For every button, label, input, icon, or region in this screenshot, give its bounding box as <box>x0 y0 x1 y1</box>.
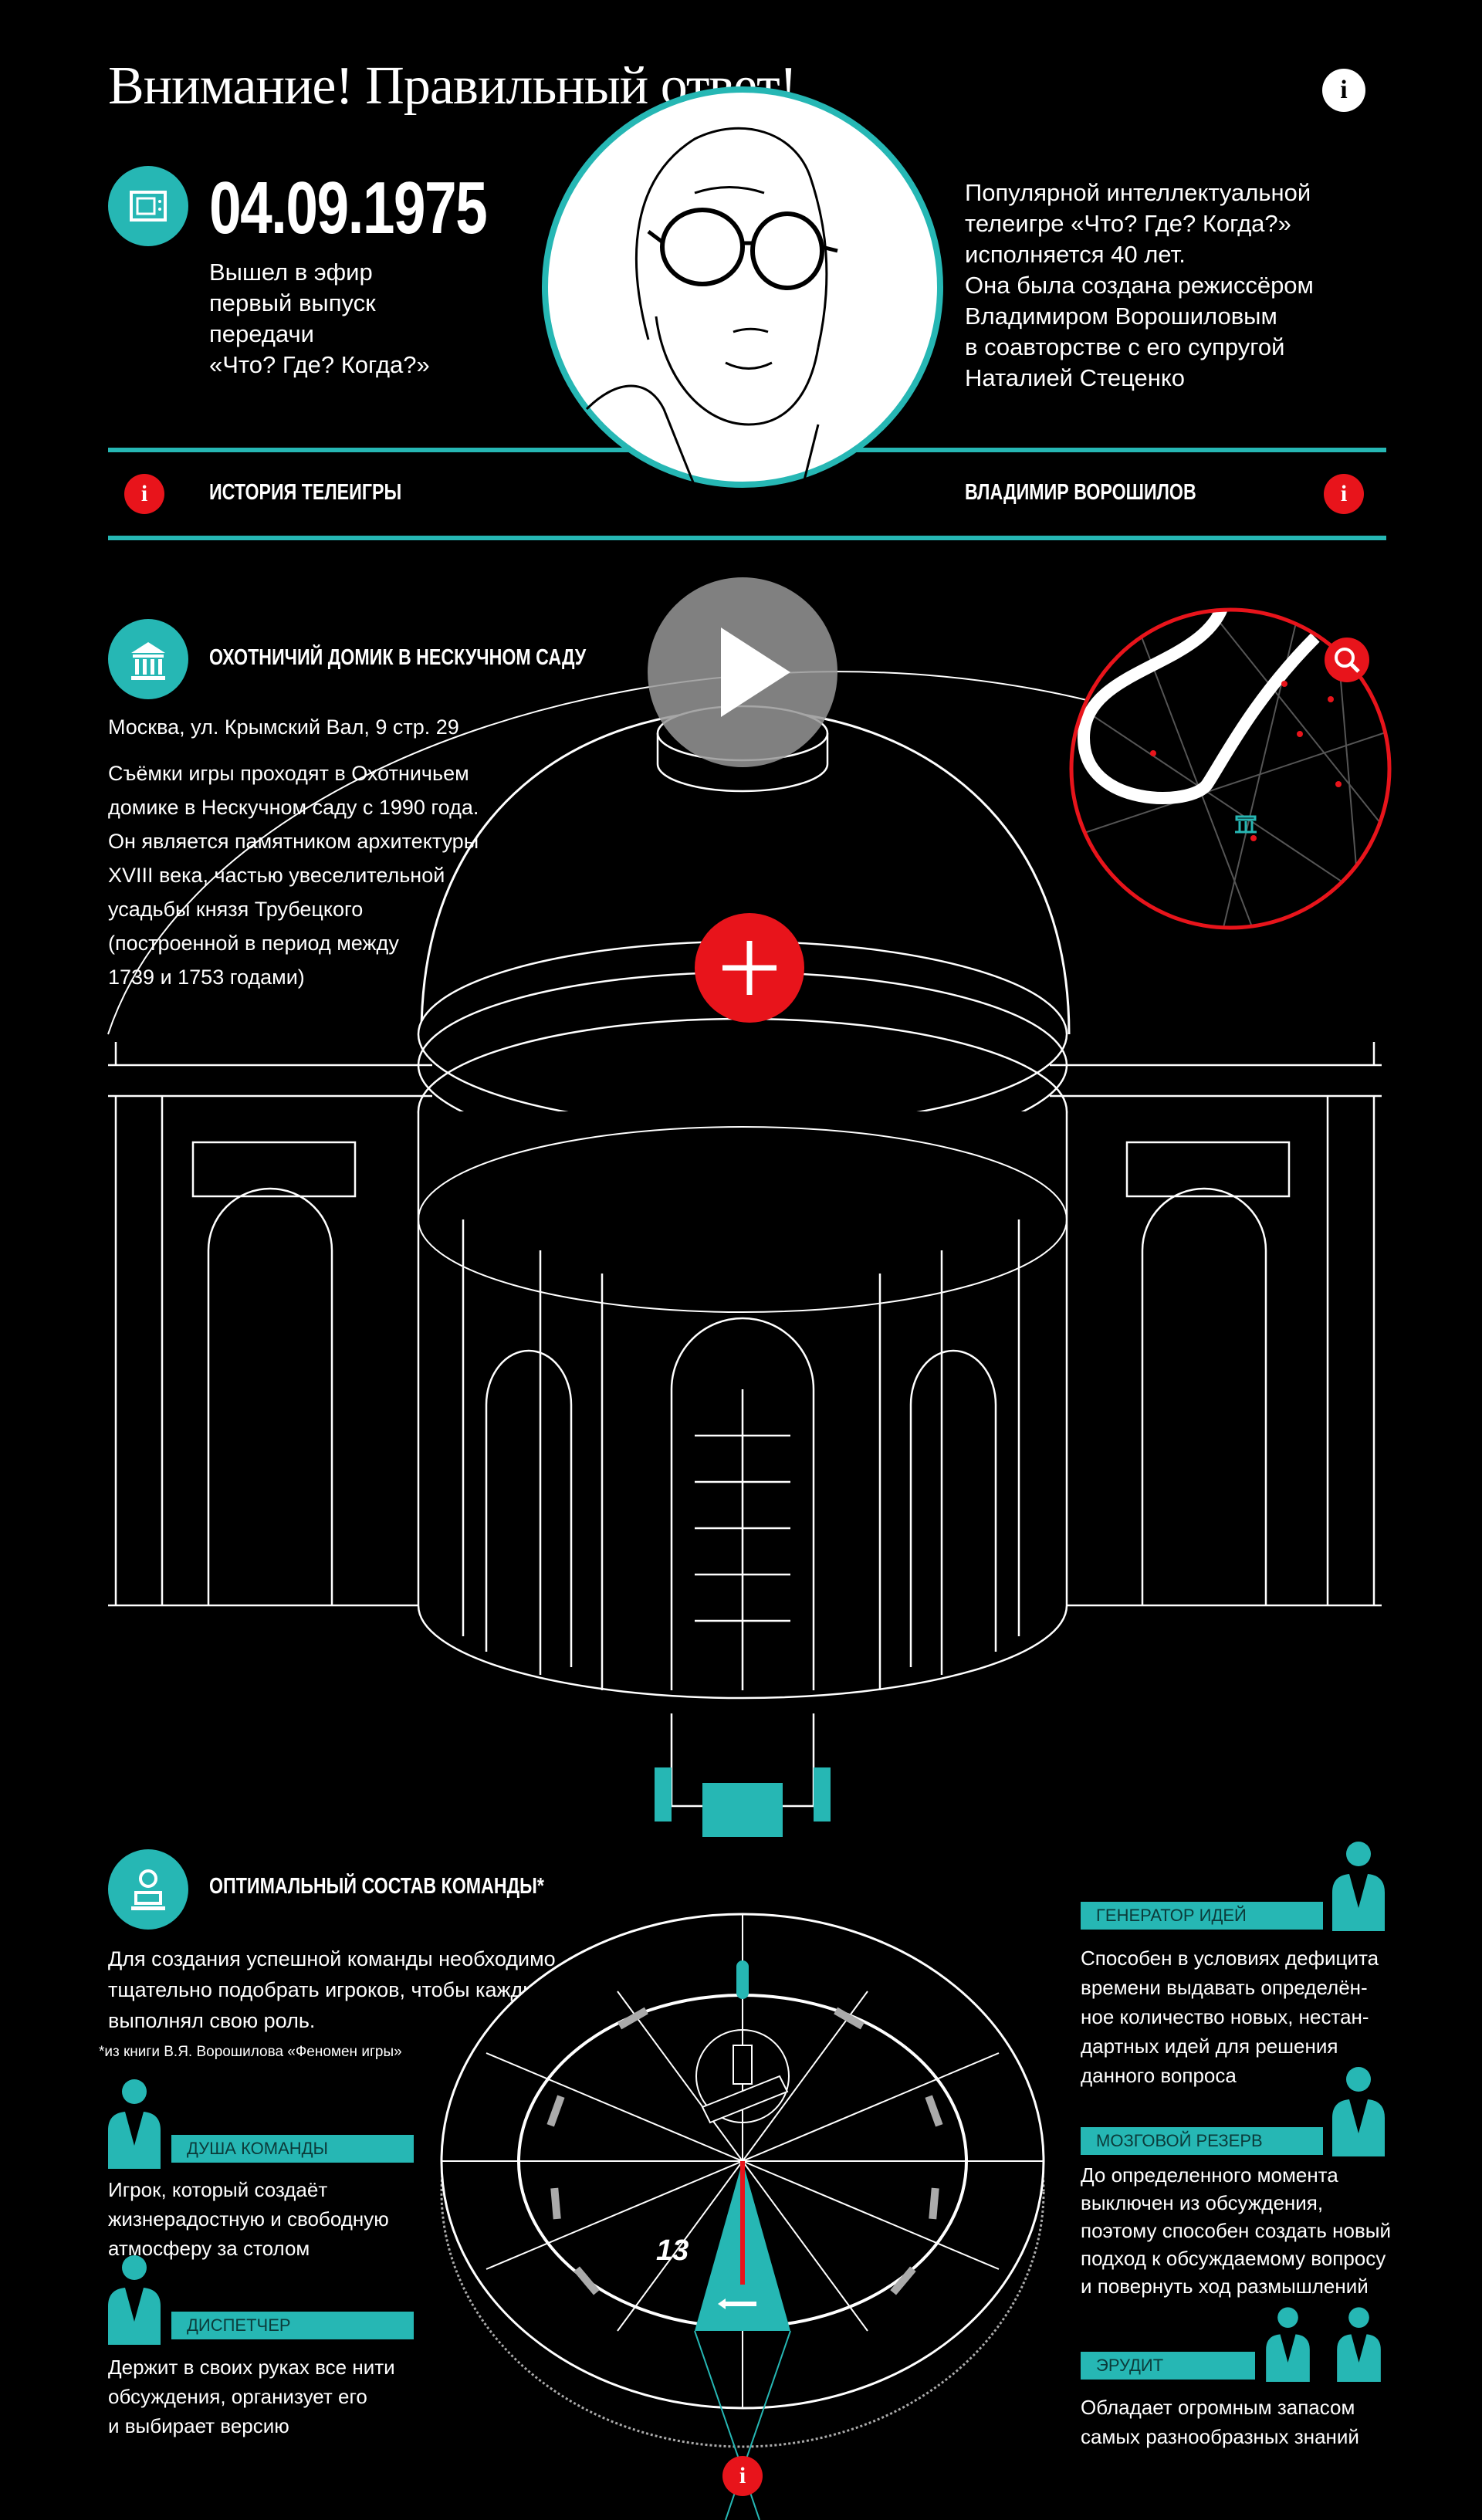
desc-line: Наталией Стеценко <box>965 364 1186 391</box>
desc-line: Держит в своих руках все нити <box>108 2356 395 2379</box>
desc-line: дартных идей для решения <box>1081 2035 1338 2058</box>
desc-line: выполнял свою роль. <box>108 2009 316 2032</box>
desc-line: Популярной интеллектуальной <box>965 179 1311 206</box>
caption-line: первый выпуск <box>209 289 376 316</box>
desc-line: данного вопроса <box>1081 2064 1237 2087</box>
desc-line: XVIII века, частью увеселительной <box>108 864 445 887</box>
divider <box>108 536 1386 540</box>
desc-line: обсуждения, организует его <box>108 2385 367 2408</box>
desc-line: Способен в условиях дефицита <box>1081 1947 1379 1970</box>
person-icon <box>1332 1842 1385 1931</box>
search-icon <box>1335 648 1360 673</box>
question-sector-number: 13 <box>656 2234 689 2267</box>
caption-line: передачи <box>209 320 314 347</box>
desc-line: выключен из обсуждения, <box>1081 2191 1324 2214</box>
location-address: Москва, ул. Крымский Вал, 9 стр. 29 <box>108 715 459 739</box>
game-table-wheel <box>440 1913 1045 2520</box>
role-label-erudite: ЭРУДИТ <box>1081 2352 1255 2380</box>
person-info-icon[interactable]: i <box>1324 474 1364 514</box>
location-description: Съёмки игры проходят в Охотничьем домике… <box>108 756 479 994</box>
team-info-icon[interactable]: i <box>722 2456 763 2496</box>
play-icon <box>721 627 790 717</box>
desc-line: домике в Нескучном саду с 1990 года. <box>108 796 479 819</box>
desc-line: атмосферу за столом <box>108 2237 310 2260</box>
desc-line: тщательно подобрать игроков, чтобы кажды… <box>108 1978 550 2001</box>
desc-line: жизнерадостную и свободную <box>108 2207 389 2231</box>
person-icon <box>108 2079 161 2169</box>
person-icon <box>108 2255 161 2345</box>
footnote: *из книги В.Я. Ворошилова «Феномен игры» <box>99 2044 402 2060</box>
desc-line: Обладает огромным запасом <box>1081 2396 1355 2419</box>
desc-line: времени выдавать определён- <box>1081 1976 1368 1999</box>
desc-line: и выбирает версию <box>108 2414 289 2437</box>
role-desc-ideas: Способен в условиях дефицита времени выда… <box>1081 1943 1379 2090</box>
hunting-lodge-illustration <box>107 671 1382 1837</box>
intro-description: Популярной интеллектуальной телеигре «Чт… <box>965 178 1314 394</box>
role-desc-erudite: Обладает огромным запасом самых разнообра… <box>1081 2393 1359 2451</box>
desc-line: Игрок, который создаёт <box>108 2178 328 2201</box>
caption-line: «Что? Где? Когда?» <box>209 351 430 378</box>
role-label-reserve: МОЗГОВОЙ РЕЗЕРВ <box>1081 2127 1323 2155</box>
desc-line: Владимиром Ворошиловым <box>965 303 1277 330</box>
player-icon <box>108 1849 188 1930</box>
premiere-date: 04.09.1975 <box>209 167 488 249</box>
person-link[interactable]: ВЛАДИМИР ВОРОШИЛОВ <box>965 480 1196 505</box>
team-description: Для создания успешной команды необходимо… <box>108 1943 556 2036</box>
desc-line: поэтому способен создать новый <box>1081 2219 1392 2242</box>
tv-icon <box>108 166 188 246</box>
museum-icon <box>108 619 188 699</box>
role-desc-reserve: До определенного момента выключен из обсу… <box>1081 2161 1391 2300</box>
play-video-button[interactable] <box>648 577 837 767</box>
history-info-icon[interactable]: i <box>124 474 164 514</box>
desc-line: Для создания успешной команды необходимо <box>108 1947 556 1970</box>
desc-line: в соавторстве с его супругой <box>965 333 1285 360</box>
desc-line: самых разнообразных знаний <box>1081 2425 1359 2448</box>
desc-line: исполняется 40 лет. <box>965 241 1186 268</box>
location-title: ОХОТНИЧИЙ ДОМИК В НЕСКУЧНОМ САДУ <box>209 645 587 670</box>
desc-line: 1739 и 1753 годами) <box>108 966 305 989</box>
location-map[interactable] <box>1068 607 1392 931</box>
role-label-ideas: ГЕНЕРАТОР ИДЕЙ <box>1081 1902 1323 1930</box>
map-search-button[interactable] <box>1325 638 1369 682</box>
desc-line: (построенной в период между <box>108 932 399 955</box>
person-icon <box>1337 2307 1381 2382</box>
voroshilov-portrait <box>542 86 943 488</box>
desc-line: и повернуть ход размышлений <box>1081 2275 1369 2298</box>
role-label-soul: ДУША КОМАНДЫ <box>171 2135 414 2163</box>
history-link[interactable]: ИСТОРИЯ ТЕЛЕИГРЫ <box>209 480 402 505</box>
desc-line: ное количество новых, нестан- <box>1081 2005 1369 2028</box>
desc-line: Съёмки игры проходят в Охотничьем <box>108 762 469 785</box>
person-icon <box>1266 2307 1310 2382</box>
desc-line: телеигре «Что? Где? Когда?» <box>965 210 1291 237</box>
role-desc-dispatcher: Держит в своих руках все нити обсуждения,… <box>108 2353 395 2441</box>
role-label-dispatcher: ДИСПЕТЧЕР <box>171 2312 414 2339</box>
info-icon[interactable]: i <box>1322 69 1365 112</box>
plus-icon <box>722 941 777 995</box>
date-caption: Вышел в эфир первый выпуск передачи «Что… <box>209 257 430 381</box>
person-icon <box>1332 2067 1385 2156</box>
expand-plus-button[interactable] <box>695 913 804 1023</box>
desc-line: Она была создана режиссёром <box>965 272 1314 299</box>
desc-line: усадьбы князя Трубецкого <box>108 898 364 921</box>
role-desc-soul: Игрок, который создаёт жизнерадостную и с… <box>108 2175 389 2263</box>
desc-line: До определенного момента <box>1081 2163 1338 2187</box>
caption-line: Вышел в эфир <box>209 259 373 286</box>
desc-line: подход к обсуждаемому вопросу <box>1081 2247 1386 2270</box>
desc-line: Он является памятником архитектуры <box>108 830 479 853</box>
team-title: ОПТИМАЛЬНЫЙ СОСТАВ КОМАНДЫ* <box>209 1874 544 1899</box>
